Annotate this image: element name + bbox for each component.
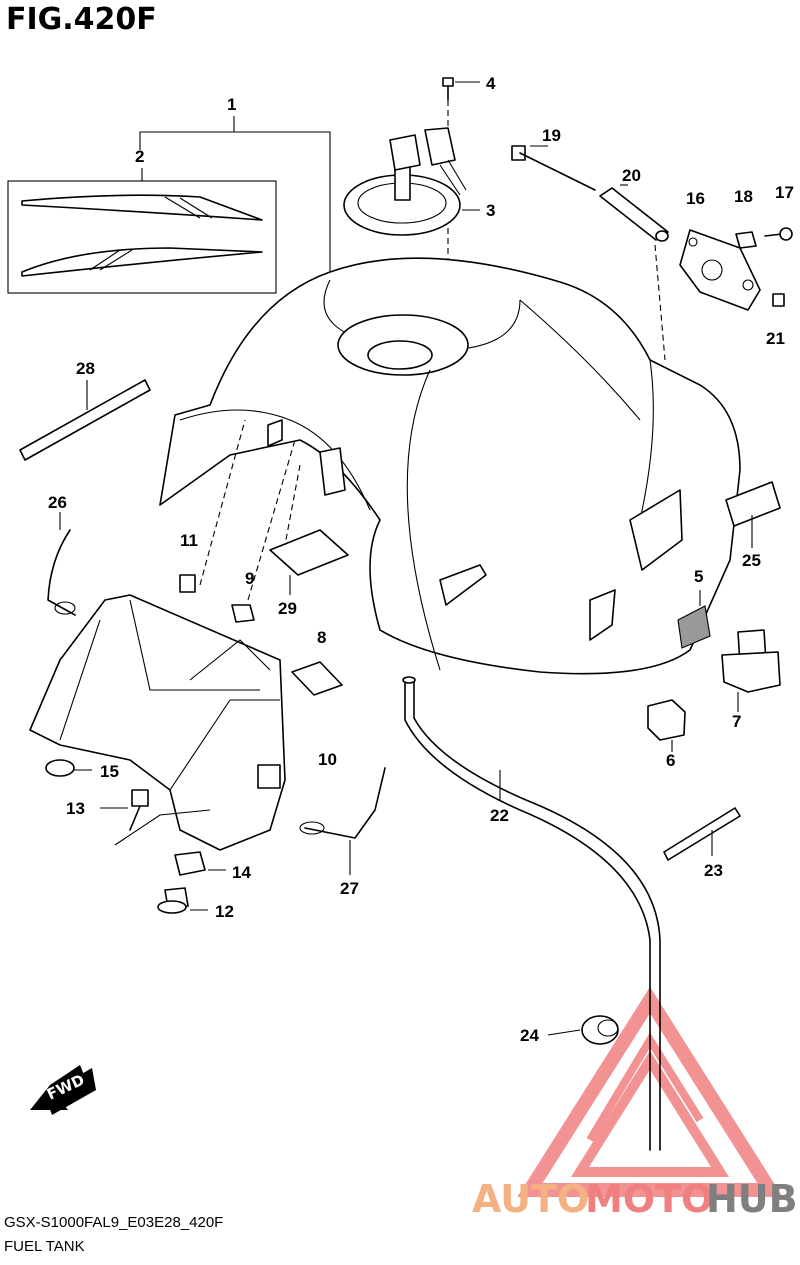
- watermark-text-auto: AUTO: [472, 1177, 589, 1221]
- callout-7: 7: [732, 712, 741, 731]
- watermark-text-hub: HUB: [706, 1177, 798, 1221]
- figure-title: FIG.420F: [6, 2, 157, 37]
- callout-20: 20: [622, 166, 641, 185]
- nut-21: [772, 293, 785, 307]
- fuel-tank-body: [159, 257, 741, 675]
- callout-24: 24: [520, 1026, 539, 1045]
- pad-29: [269, 464, 349, 595]
- fwd-arrow-icon: [30, 1065, 96, 1115]
- collar-12: [157, 887, 208, 914]
- callout-13: 13: [66, 799, 85, 818]
- grommet-15: [45, 759, 92, 777]
- bracket-27: [299, 767, 386, 875]
- pipe-20: [599, 184, 669, 242]
- screw-17: [764, 227, 793, 241]
- callout-14: 14: [232, 863, 251, 882]
- clip-11: [179, 419, 246, 593]
- callout-27: 27: [340, 879, 359, 898]
- callout-23: 23: [704, 861, 723, 880]
- emblem-set: [7, 116, 331, 400]
- callout-9: 9: [245, 569, 254, 588]
- callout-26: 26: [48, 493, 67, 512]
- callout-17: 17: [775, 183, 794, 202]
- callout-21: 21: [766, 329, 785, 348]
- callout-10: 10: [318, 750, 337, 769]
- callout-labels: 1 2 3 4 5 6 7 8 9 10 11 12 13 14 15 16 1…: [48, 74, 794, 1045]
- callout-29: 29: [278, 599, 297, 618]
- callout-18: 18: [734, 187, 753, 206]
- strip-28: [19, 379, 151, 461]
- fuel-cap-3: [343, 100, 480, 350]
- nut-18: [735, 231, 757, 249]
- bolt-9: [231, 439, 296, 623]
- callout-12: 12: [215, 902, 234, 921]
- pad-8: [291, 661, 343, 696]
- callout-11: 11: [180, 531, 198, 550]
- callout-28: 28: [76, 359, 95, 378]
- callout-22: 22: [490, 806, 509, 825]
- cushion-7: [721, 629, 781, 712]
- hose-22: [402, 676, 661, 1151]
- figure-name: FUEL TANK: [4, 1238, 85, 1255]
- damper-6: [647, 699, 686, 752]
- callout-5: 5: [694, 567, 703, 586]
- bracket-16: [654, 229, 761, 361]
- pad-5: [677, 590, 711, 649]
- watermark-text-moto: MOTO: [585, 1177, 713, 1221]
- callout-4: 4: [486, 74, 496, 93]
- bolt-19: [511, 145, 596, 191]
- cover-10: [29, 594, 286, 851]
- callout-3: 3: [486, 201, 495, 220]
- callout-6: 6: [666, 751, 675, 770]
- callout-16: 16: [686, 189, 705, 208]
- strap-23: [663, 807, 741, 861]
- grommet-14: [174, 851, 226, 876]
- model-code: GSX-S1000FAL9_E03E28_420F: [4, 1214, 224, 1231]
- callout-1: 1: [227, 95, 236, 114]
- callout-19: 19: [542, 126, 561, 145]
- callout-15: 15: [100, 762, 119, 781]
- label-25: [725, 481, 781, 548]
- callout-8: 8: [317, 628, 326, 647]
- callout-2: 2: [135, 147, 144, 166]
- callout-25: 25: [742, 551, 761, 570]
- bolt-13: [100, 789, 211, 846]
- clamp-24: [547, 1015, 619, 1045]
- screw-4: [442, 77, 480, 101]
- bracket-26: [47, 512, 76, 616]
